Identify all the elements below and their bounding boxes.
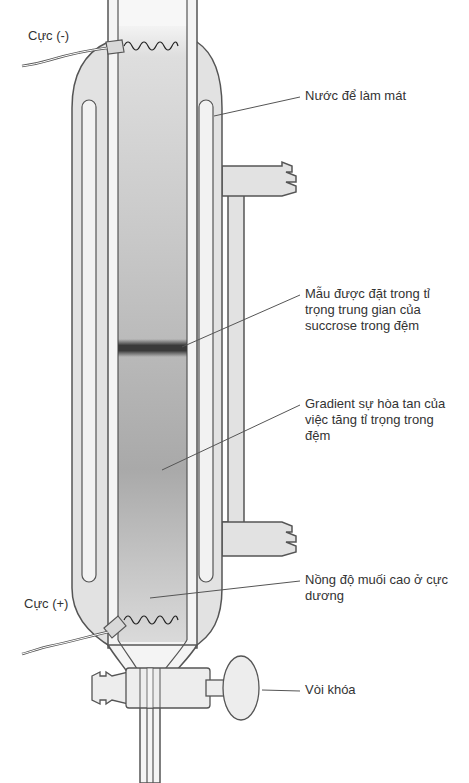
column-top-empty: [118, 0, 187, 26]
part-label: Nước để làm mát: [305, 88, 460, 104]
label-slot: Gradient sự hòa tan của việc tăng tỉ trọ…: [305, 396, 460, 444]
label-slot: Cực (+): [24, 596, 104, 612]
cathode-electrode: [22, 40, 178, 66]
label-slot: Cực (-): [28, 28, 108, 44]
jacket-wall: [82, 100, 96, 582]
leader-line: [182, 295, 300, 347]
sample-band: [118, 339, 187, 357]
jacket-wall: [199, 100, 213, 582]
part-label: Cực (-): [28, 28, 108, 44]
anode-electrode: [22, 616, 178, 654]
stopcock: [92, 656, 259, 720]
leader-line: [150, 581, 300, 598]
part-label: Nồng độ muối cao ở cực dương: [305, 572, 460, 604]
part-label: Mẫu được đặt trong tỉ trọng trung gian c…: [305, 286, 460, 334]
buffer-gradient: [118, 26, 187, 642]
label-slot: Nước để làm mát: [305, 88, 460, 104]
leader-line: [162, 405, 300, 470]
column-glass: [108, 0, 197, 648]
part-label: Cực (+): [24, 596, 104, 612]
label-slot: Vòi khóa: [305, 682, 460, 698]
part-label: Gradient sự hòa tan của việc tăng tỉ trọ…: [305, 396, 460, 444]
label-slot: Mẫu được đặt trong tỉ trọng trung gian c…: [305, 286, 460, 334]
leader-line: [214, 97, 300, 116]
cooling-pipe: [218, 162, 296, 556]
leader-line: [262, 690, 300, 691]
label-slot: Nồng độ muối cao ở cực dương: [305, 572, 460, 604]
part-label: Vòi khóa: [305, 682, 460, 698]
